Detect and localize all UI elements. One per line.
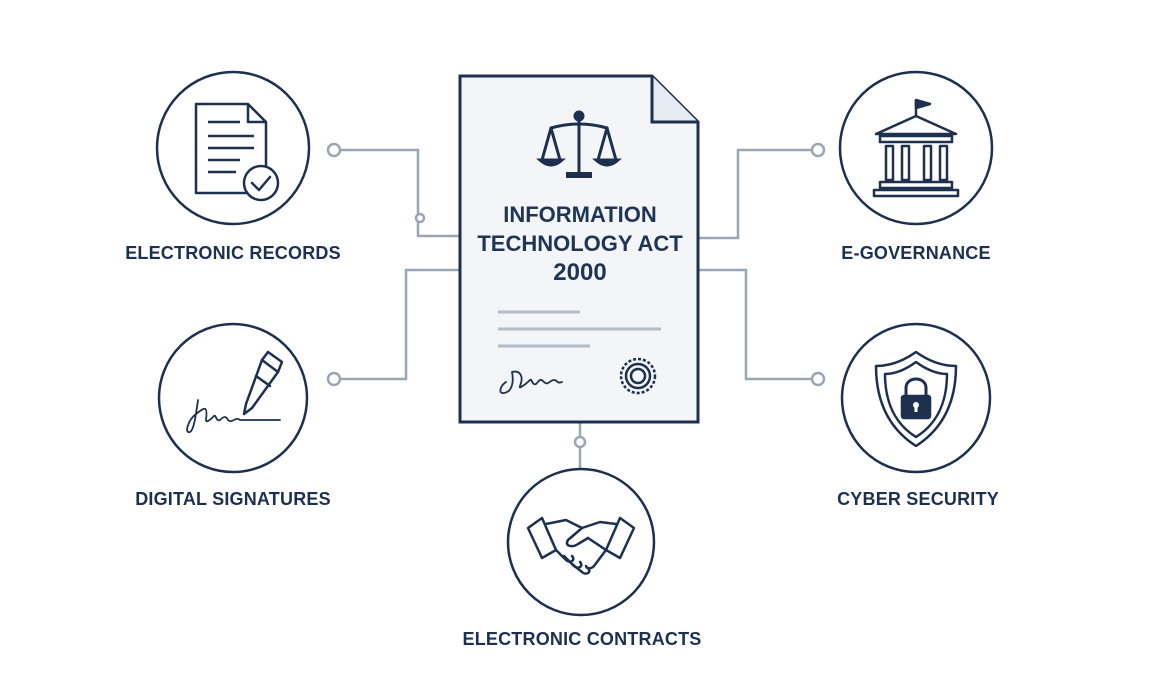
shield-lock-icon [874, 350, 958, 448]
connector-electronic-records [334, 148, 462, 238]
connector-dot [414, 212, 426, 224]
electronic-records-label: ELECTRONIC RECORDS [125, 243, 341, 263]
pen-signature-icon [186, 350, 284, 433]
signature-icon [499, 370, 563, 394]
document-title-line-2: TECHNOLOGY ACT [477, 231, 683, 256]
e-governance-label: E-GOVERNANCE [841, 243, 991, 263]
digital-signatures-label: DIGITAL SIGNATURES [135, 489, 331, 509]
central-document [458, 74, 700, 424]
scales-of-justice-icon [536, 110, 622, 178]
document-title-line-1: INFORMATION [503, 202, 657, 227]
document-title-line-3: 2000 [553, 259, 607, 286]
connector-dot [573, 435, 587, 449]
connector-dot [810, 142, 826, 158]
digital-signatures-circle [157, 322, 309, 474]
connector-dot [326, 142, 342, 158]
e-governance-circle [838, 70, 994, 226]
connector-digital-signatures [334, 268, 462, 381]
document-text-lines [498, 310, 661, 348]
electronic-contracts-label: ELECTRONIC CONTRACTS [462, 629, 702, 649]
connector-cyber-security [698, 268, 818, 381]
connector-dot [810, 371, 826, 387]
document-check-icon [194, 102, 280, 202]
document-title: INFORMATION TECHNOLOGY ACT 2000 [477, 200, 682, 287]
government-building-icon [872, 98, 960, 198]
connector-e-governance [698, 148, 818, 240]
connector-dots [326, 142, 826, 449]
handshake-icon [526, 516, 636, 575]
document-page [458, 74, 700, 424]
document-fold [650, 76, 698, 124]
seal-icon [619, 357, 657, 395]
cyber-security-label: CYBER SECURITY [837, 489, 999, 509]
connector-dot [326, 371, 342, 387]
